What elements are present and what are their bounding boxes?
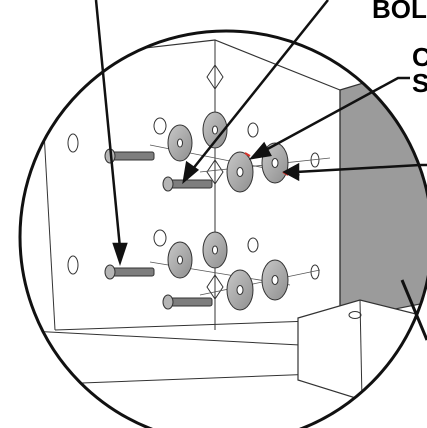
washer [226, 269, 254, 311]
screw [162, 294, 213, 310]
washer [167, 241, 193, 279]
panel-hole [247, 122, 259, 138]
leader-line [400, 279, 427, 341]
diamond-slot [206, 159, 224, 185]
callout-label-side-1: C [412, 42, 427, 72]
screw [162, 176, 213, 192]
washer [167, 124, 193, 162]
panel-hole [153, 117, 167, 135]
mount-block [297, 299, 421, 401]
washer [261, 259, 289, 301]
panel-hole [67, 133, 79, 153]
accent-mark [244, 152, 251, 157]
screw [104, 264, 155, 280]
callout-label-side-2: S [412, 68, 427, 98]
panel-hole [67, 255, 79, 275]
panel-hole [153, 229, 167, 247]
washer [202, 111, 228, 149]
side-panel [339, 59, 427, 321]
diamond-slot [206, 274, 224, 300]
panel-hole [247, 237, 259, 253]
detail-circle-border [18, 29, 427, 428]
diamond-slot [206, 64, 224, 90]
callout-label-top: BOL [372, 0, 427, 24]
washer [226, 151, 254, 193]
washer [202, 231, 228, 269]
